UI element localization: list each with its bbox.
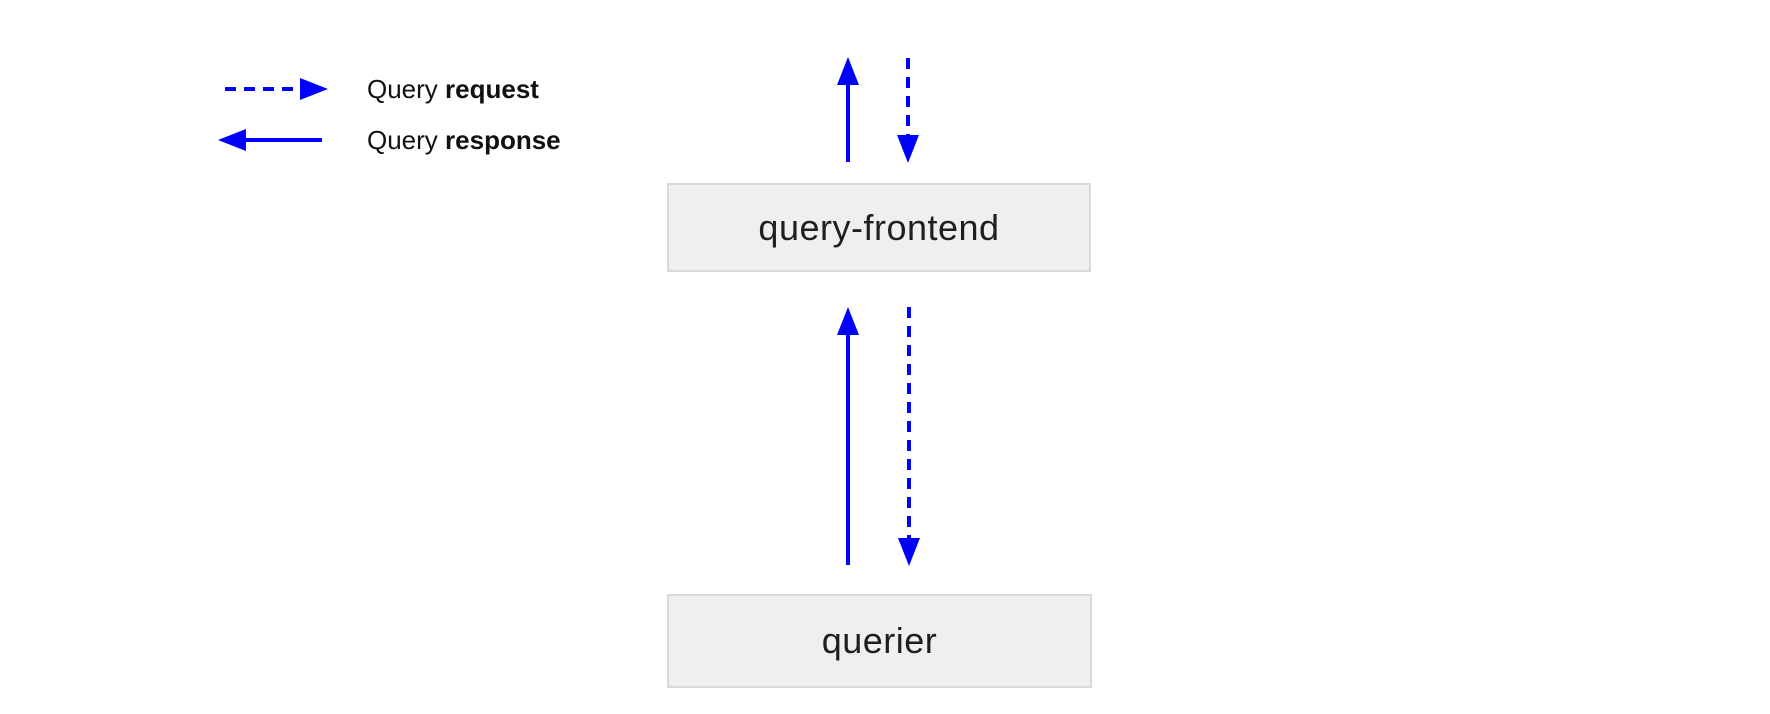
legend-request-keyword: request	[445, 74, 539, 104]
legend-item-query-request: Query request	[367, 73, 539, 106]
legend-response-arrowhead-icon	[218, 129, 246, 151]
node-querier: querier	[667, 594, 1092, 688]
edge-response-up-top-arrowhead-icon	[837, 57, 859, 85]
legend-response-prefix: Query	[367, 125, 446, 155]
legend-item-query-response: Query response	[367, 124, 561, 157]
legend-response-keyword: response	[445, 125, 561, 155]
node-querier-label: querier	[821, 620, 938, 661]
node-query-frontend-label: query-frontend	[758, 206, 1000, 248]
legend-request-arrowhead-icon	[300, 78, 328, 100]
edge-response-up-mid-arrowhead-icon	[837, 307, 859, 335]
legend-request-prefix: Query	[367, 74, 446, 104]
node-query-frontend: query-frontend	[667, 183, 1091, 272]
edge-request-down-mid-arrowhead-icon	[898, 538, 920, 566]
edge-request-down-top-arrowhead-icon	[897, 135, 919, 163]
